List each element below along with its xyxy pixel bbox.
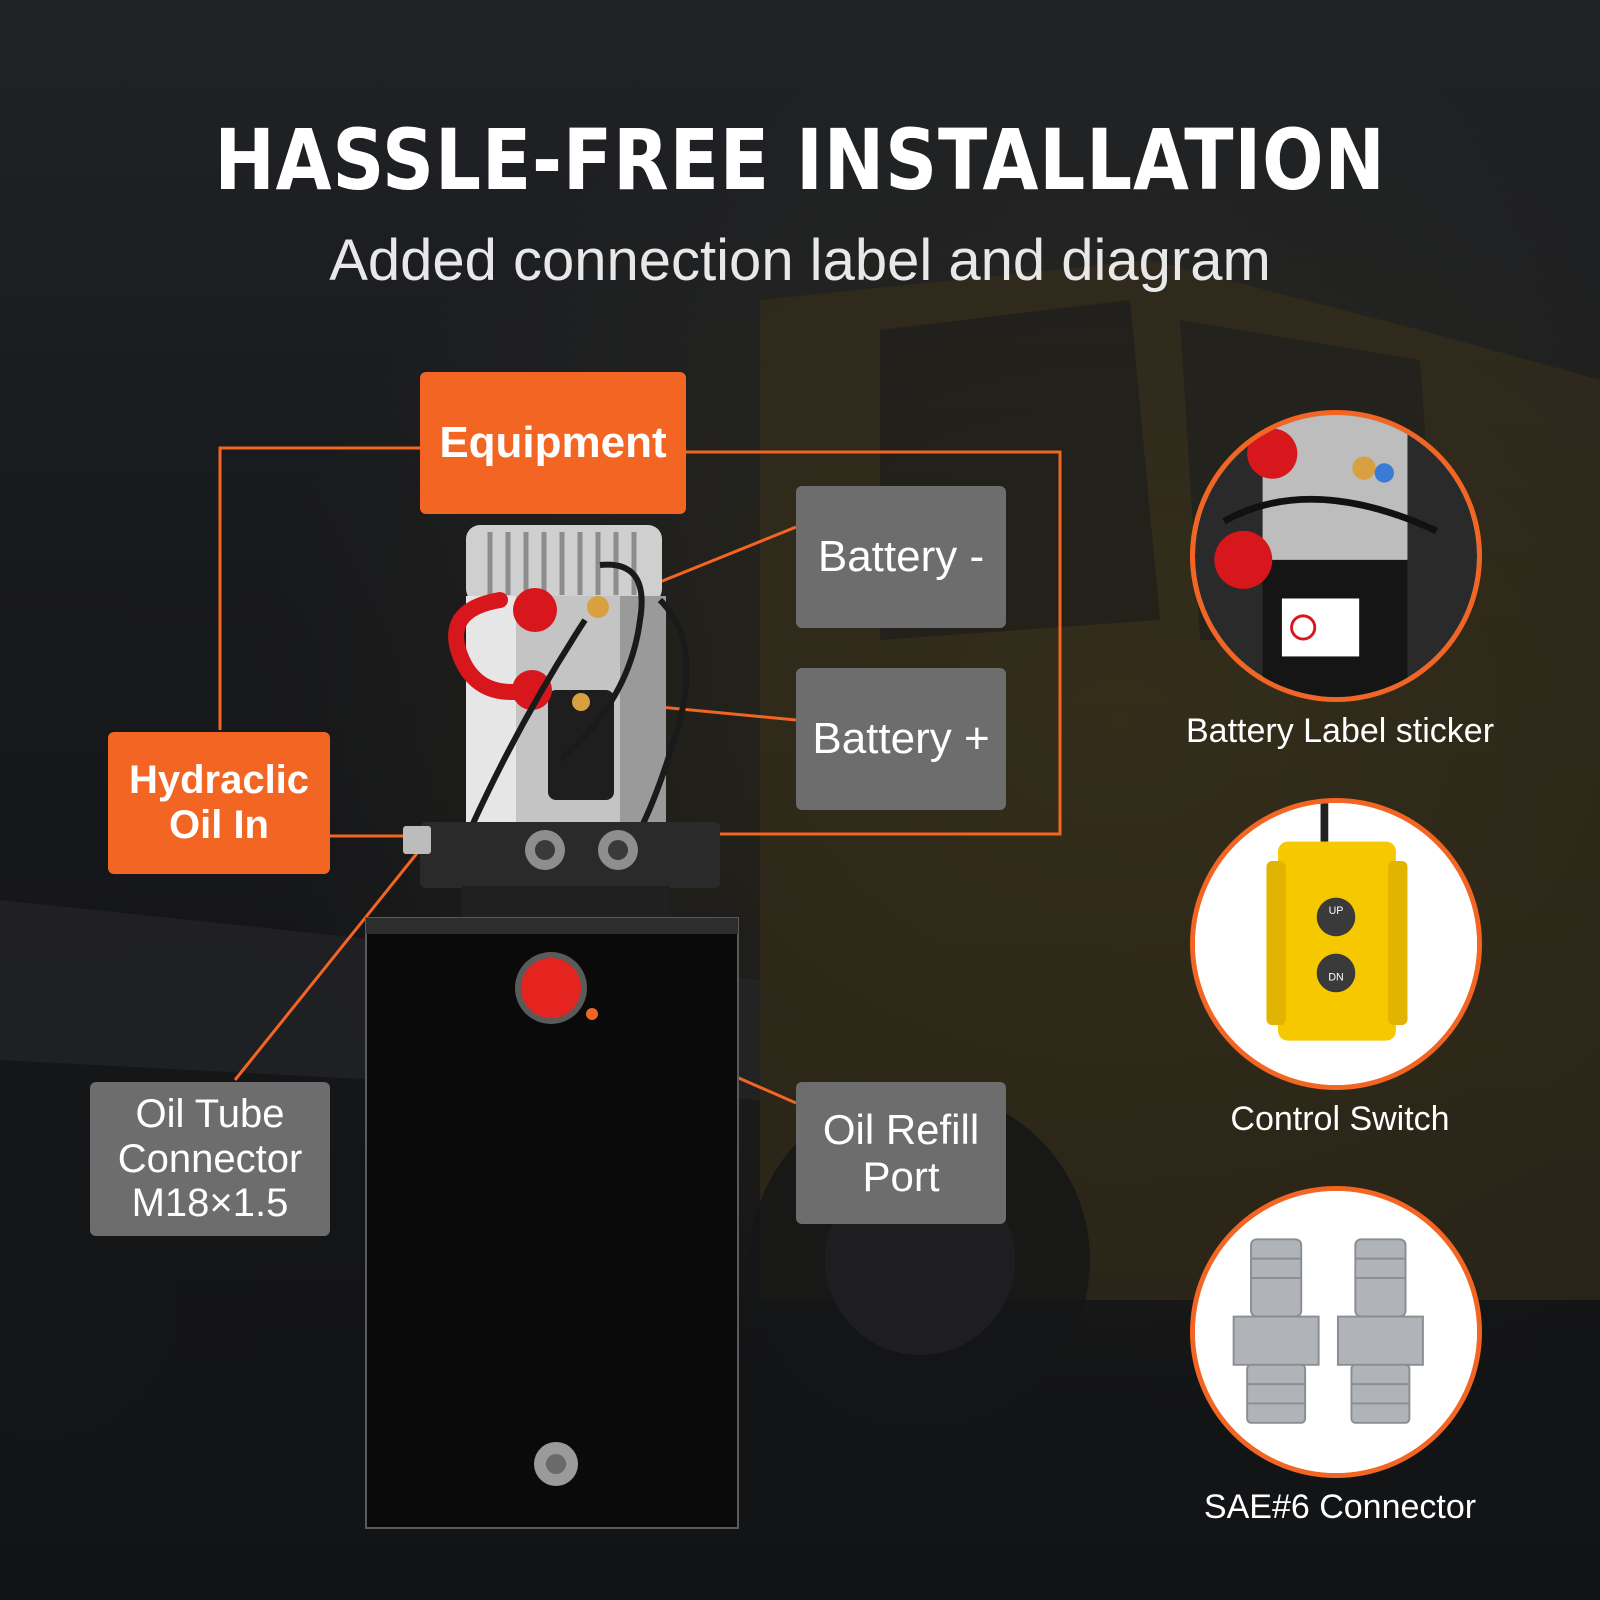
control-switch-icon: UP DN xyxy=(1195,803,1477,1085)
battery-plus-label: Battery + xyxy=(796,668,1006,810)
down-button-label: DN xyxy=(1328,972,1343,984)
control-switch-photo: UP DN xyxy=(1190,798,1482,1090)
sae6-connector-photo xyxy=(1190,1186,1482,1478)
battery-label-sticker-photo xyxy=(1190,410,1482,702)
battery-closeup-icon xyxy=(1195,415,1477,697)
hydraulic-oil-in-label: Hydraclic Oil In xyxy=(108,732,330,874)
page-title: HASSLE-FREE INSTALLATION xyxy=(214,111,1386,209)
control-switch-caption: Control Switch xyxy=(1230,1100,1450,1138)
page-subtitle: Added connection label and diagram xyxy=(329,228,1271,293)
battery-minus-label: Battery - xyxy=(796,486,1006,628)
oil-tube-connector-label: Oil Tube Connector M18×1.5 xyxy=(90,1082,330,1236)
up-button-label: UP xyxy=(1329,905,1344,917)
equipment-label: Equipment xyxy=(420,372,686,514)
oil-refill-port-label: Oil Refill Port xyxy=(796,1082,1006,1224)
sae6-connector-caption: SAE#6 Connector xyxy=(1203,1488,1477,1526)
battery-label-sticker-caption: Battery Label sticker xyxy=(1185,712,1495,750)
sae6-fittings-icon xyxy=(1195,1191,1477,1473)
